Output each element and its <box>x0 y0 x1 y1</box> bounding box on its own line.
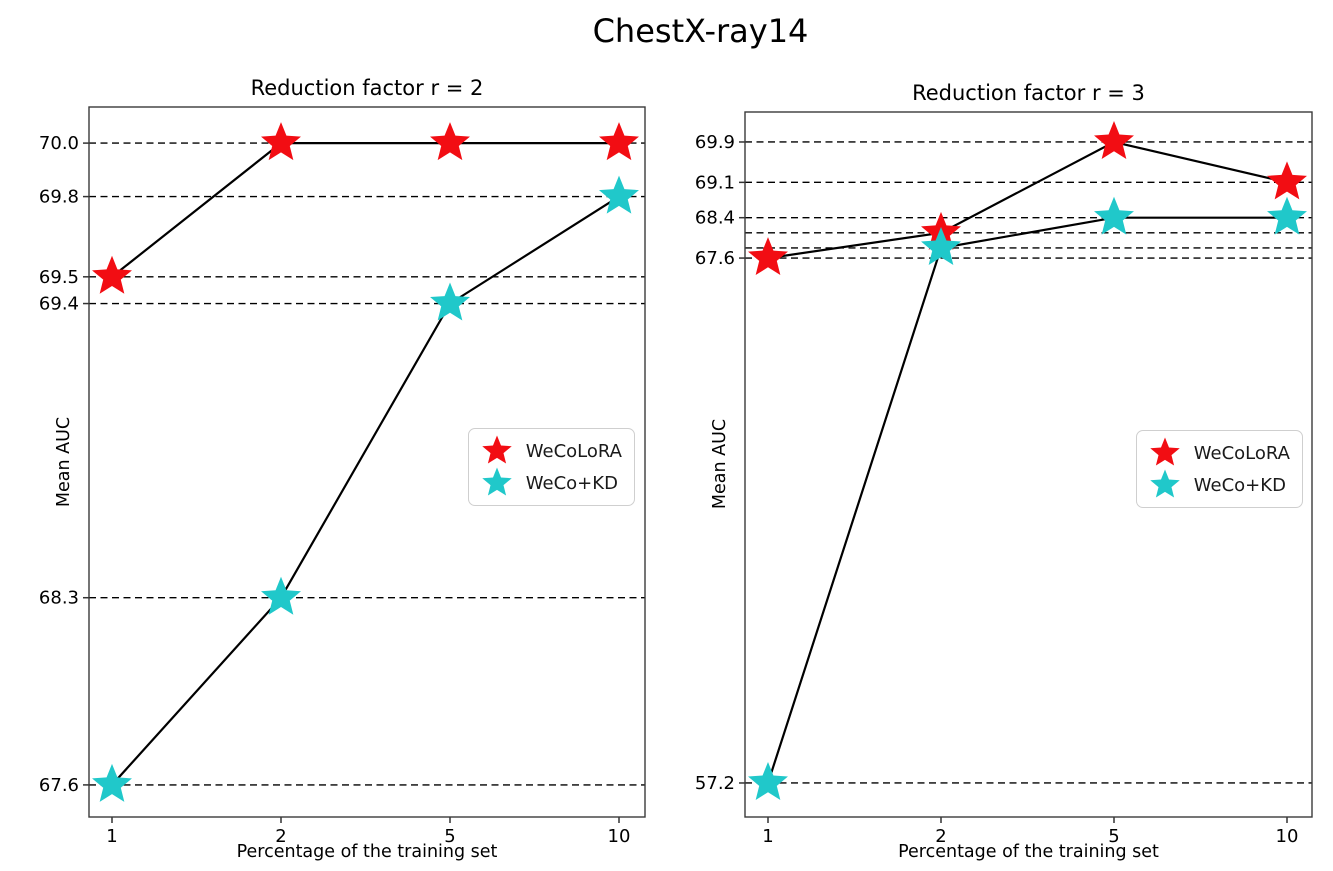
x-tick-label: 10 <box>1276 826 1299 847</box>
y-tick-label: 69.5 <box>39 267 79 288</box>
data-point-star-wecolora <box>261 122 301 161</box>
data-point-star-wecolora <box>1094 120 1134 159</box>
series-line-weco-kd <box>766 216 1287 784</box>
star-icon-wecokd <box>482 467 512 496</box>
legend-label-wecolora: WeCoLoRA <box>1193 442 1290 464</box>
y-tick-label: 57.2 <box>695 773 735 794</box>
y-tick-label: 68.4 <box>695 208 735 229</box>
legend-label-wecokd: WeCo+KD <box>1193 474 1286 496</box>
y-tick-label: 68.3 <box>39 588 79 609</box>
x-axis-label-right-plot: Percentage of the training set <box>898 842 1159 862</box>
star-glyph <box>482 435 512 464</box>
x-axis-label-left-plot: Percentage of the training set <box>236 842 498 862</box>
x-tick-label: 2 <box>275 826 286 847</box>
axes-border <box>744 111 1313 818</box>
legend-left-plot: WeCoLoRA WeCo+KD <box>467 428 635 506</box>
data-point-star-wecolora <box>599 122 639 161</box>
y-tick-label: 69.8 <box>39 187 79 208</box>
y-axis-label-left-plot: Mean AUC <box>54 416 74 508</box>
x-tick-label: 5 <box>444 826 455 847</box>
series-line-wecolora <box>767 140 1288 260</box>
data-point-star-weco-kd <box>1094 196 1134 235</box>
y-axis-label-right-plot: Mean AUC <box>710 418 730 510</box>
star-glyph <box>1150 437 1180 466</box>
subplot-title-r2: Reduction factor r = 2 <box>250 76 484 100</box>
star-icon-wecolora <box>482 435 512 464</box>
subplot-title-r3: Reduction factor r = 3 <box>912 81 1145 105</box>
legend-entry-wecolora: WeCoLoRA <box>479 435 622 467</box>
star-icon-wecokd <box>1150 469 1180 498</box>
series-line-wecolora <box>111 142 619 278</box>
x-tick-label: 1 <box>106 826 117 847</box>
y-tick-label: 69.1 <box>695 172 735 193</box>
y-tick-label: 69.9 <box>695 132 735 153</box>
legend-label-wecolora: WeCoLoRA <box>525 440 622 462</box>
data-point-star-weco-kd <box>1267 196 1307 235</box>
data-point-star-weco-kd <box>748 761 788 800</box>
data-point-star-weco-kd <box>599 175 639 214</box>
data-point-star-wecolora <box>748 237 788 276</box>
data-point-star-weco-kd <box>430 282 470 321</box>
y-tick-label: 67.6 <box>695 248 735 269</box>
figure-title: ChestX-ray14 <box>592 12 809 50</box>
legend-right-plot: WeCoLoRA WeCo+KD <box>1135 430 1303 508</box>
x-tick-label: 2 <box>935 826 946 847</box>
x-tick-label: 5 <box>1108 826 1119 847</box>
legend-entry-wecokd: WeCo+KD <box>1147 469 1290 501</box>
axes-border <box>88 106 646 818</box>
x-tick-label: 1 <box>762 826 773 847</box>
data-point-star-wecolora <box>430 122 470 161</box>
y-tick-label: 70.0 <box>39 133 79 154</box>
data-point-star-weco-kd <box>921 226 961 265</box>
y-tick-label: 69.4 <box>39 294 79 315</box>
data-point-star-weco-kd <box>92 763 132 802</box>
y-tick-label: 67.6 <box>39 775 79 796</box>
star-icon-wecolora <box>1150 437 1180 466</box>
data-point-star-weco-kd <box>261 576 301 615</box>
series-line-weco-kd <box>111 195 620 786</box>
x-tick-label: 10 <box>608 826 631 847</box>
legend-entry-wecokd: WeCo+KD <box>479 467 622 499</box>
legend-label-wecokd: WeCo+KD <box>525 472 618 494</box>
data-point-star-wecolora <box>92 255 132 294</box>
data-point-star-wecolora <box>1267 161 1307 200</box>
star-glyph <box>482 467 512 496</box>
star-glyph <box>1150 469 1180 498</box>
legend-entry-wecolora: WeCoLoRA <box>1147 437 1290 469</box>
